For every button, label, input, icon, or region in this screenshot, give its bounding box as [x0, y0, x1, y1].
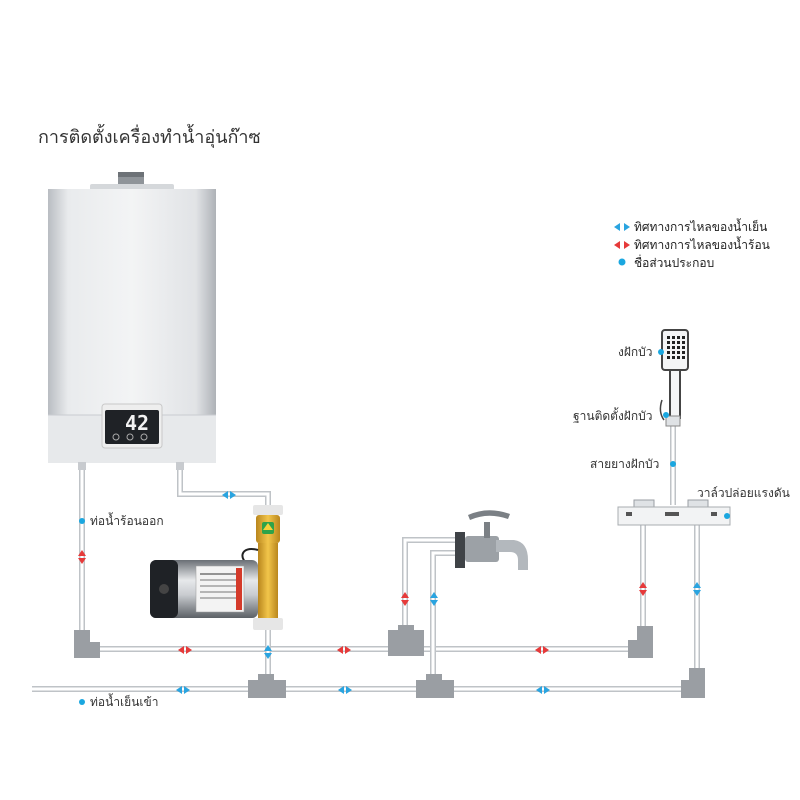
tee-fitting-hot-faucet [388, 625, 424, 656]
heater-temperature-display: 42 [125, 411, 149, 435]
cold-flow-arrow [222, 491, 236, 499]
hot-flow-arrow [535, 646, 549, 654]
legend-hot-icon [614, 241, 630, 249]
cold-flow-arrow [693, 582, 701, 596]
legend-part-label: ชื่อส่วนประกอบ [634, 254, 714, 270]
elbow-fitting-cold-right [681, 668, 705, 698]
diagram-title: การติดตั้งเครื่องทำน้ำอุ่นก๊าซ [38, 124, 261, 148]
pipe-fittings [74, 625, 705, 698]
label-cold-in: ท่อน้ำเย็นเข้า [90, 693, 158, 709]
label-shower-head: งฝักบัว [618, 345, 653, 359]
elbow-fitting-hot-right [628, 626, 653, 658]
shower-head [659, 329, 689, 427]
hot-flow-arrow [401, 592, 409, 606]
hot-flow-arrow [178, 646, 192, 654]
tee-fitting-cold-faucet [416, 674, 454, 698]
label-dot-icon [79, 699, 85, 705]
flow-arrows [78, 491, 701, 694]
label-pressure-valve: วาล์วปล่อยแรงดัน [697, 486, 790, 500]
hot-flow-arrow [337, 646, 351, 654]
label-dot-icon [658, 349, 664, 355]
component-labels: งฝักบัว ฐานติดตั้งฝักบัว สายยางฝักบัว วา… [79, 345, 790, 709]
tee-fitting-cold-pump [248, 674, 286, 698]
cold-flow-arrow [338, 686, 352, 694]
pressure-relief-valve [617, 499, 731, 526]
cold-flow-arrow [536, 686, 550, 694]
legend-cold-icon [614, 223, 630, 231]
heater-setting-icon [140, 433, 148, 441]
gas-water-heater: 42 [48, 172, 216, 470]
booster-pump [150, 505, 283, 630]
label-dot-icon [79, 518, 85, 524]
label-shower-hose: สายยางฝักบัว [590, 457, 659, 471]
hot-flow-arrow [78, 550, 86, 564]
label-dot-icon [724, 513, 730, 519]
legend-hot-label: ทิศทางการไหลของน้ำร้อน [634, 236, 770, 252]
legend-cold-label: ทิศทางการไหลของน้ำเย็น [634, 218, 767, 234]
heater-power-icon [112, 433, 120, 441]
legend-dot-icon [618, 258, 626, 266]
hot-flow-arrow [639, 582, 647, 596]
label-dot-icon [663, 412, 669, 418]
label-dot-icon [670, 461, 676, 467]
label-hot-out: ท่อน้ำร้อนออก [90, 512, 164, 528]
heater-mode-icon [126, 433, 134, 441]
shower-mount [665, 415, 681, 427]
cold-flow-arrow [176, 686, 190, 694]
elbow-fitting-hot-left [74, 630, 100, 658]
label-shower-mount: ฐานติดตั้งฝักบัว [573, 407, 652, 423]
cold-flow-arrow [430, 592, 438, 606]
cold-flow-arrow [264, 645, 272, 659]
faucet [455, 510, 528, 570]
legend: ทิศทางการไหลของน้ำเย็น ทิศทางการไหลของน้… [614, 218, 770, 270]
